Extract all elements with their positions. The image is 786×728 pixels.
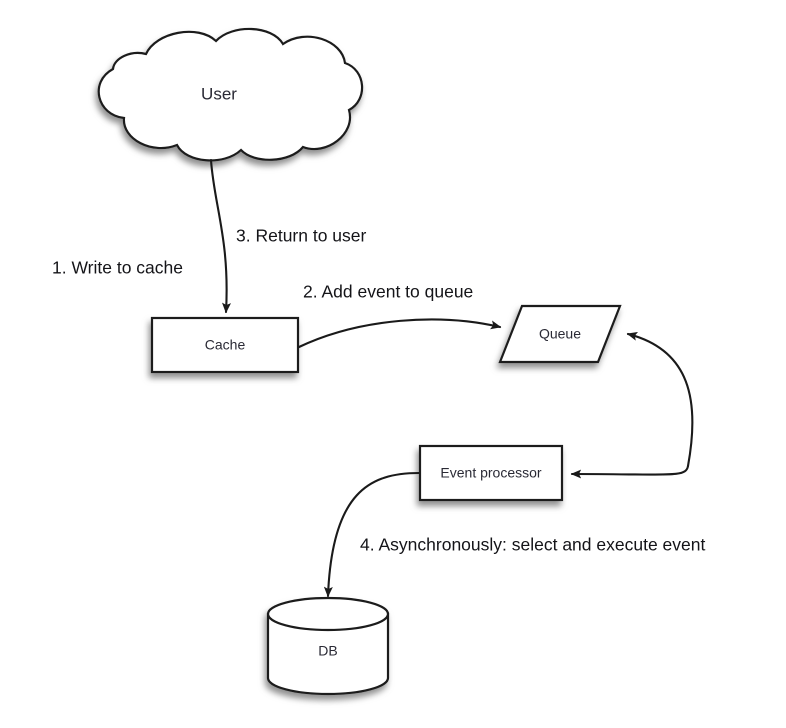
step-label-3: 3. Return to user xyxy=(236,226,367,246)
event-processor-shape xyxy=(418,444,564,502)
step-label-2: 2. Add event to queue xyxy=(303,282,473,302)
node-db[interactable]: DB xyxy=(266,596,390,696)
node-cache-label: Cache xyxy=(205,337,246,353)
node-db-label: DB xyxy=(318,643,337,659)
node-user-label: User xyxy=(201,84,237,103)
db-top-shape xyxy=(266,596,390,632)
step-label-4: 4. Asynchronously: select and execute ev… xyxy=(360,535,705,555)
queue-shape xyxy=(498,304,622,364)
node-user[interactable]: User xyxy=(97,27,364,162)
step-label-1: 1. Write to cache xyxy=(52,258,183,278)
edge-cache-to-queue xyxy=(297,318,502,349)
cloud-shape xyxy=(97,27,364,162)
node-event-processor[interactable]: Event processor xyxy=(418,444,564,502)
edge-user-to-cache xyxy=(209,158,232,314)
db-body-shape xyxy=(266,612,390,696)
cache-shape xyxy=(150,316,300,374)
edge-loop-to-event-processor xyxy=(570,464,690,479)
edge-event-processor-to-db xyxy=(323,471,421,598)
edge-queue-event-processor-loop xyxy=(626,331,694,468)
node-queue[interactable]: Queue xyxy=(498,304,622,364)
node-event-processor-label: Event processor xyxy=(440,465,541,481)
node-queue-label: Queue xyxy=(539,326,581,342)
node-cache[interactable]: Cache xyxy=(150,316,300,374)
